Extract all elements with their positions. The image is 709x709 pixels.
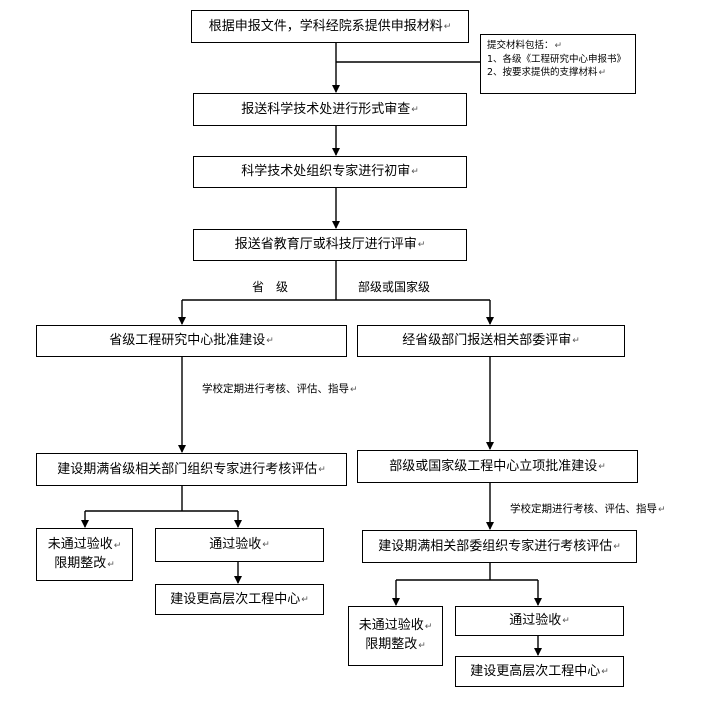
step-initial-review: 科学技术处组织专家进行初审↵ [193, 156, 467, 188]
right-ministry-review: 经省级部门报送相关部委评审↵ [357, 325, 625, 357]
right-final-assessment: 建设期满相关部委组织专家进行考核评估↵ [362, 530, 637, 563]
right-check-label: 学校定期进行考核、评估、指导↵ [510, 503, 666, 515]
branch-label-national: 部级或国家级 [358, 280, 431, 294]
left-final-assessment: 建设期满省级相关部门组织专家进行考核评估↵ [36, 453, 347, 486]
right-build-higher: 建设更高层次工程中心↵ [455, 656, 624, 687]
right-approve-national: 部级或国家级工程中心立项批准建设↵ [357, 450, 638, 483]
left-build-higher: 建设更高层次工程中心↵ [155, 584, 324, 615]
left-approve-provincial: 省级工程研究中心批准建设↵ [36, 325, 347, 357]
step-formal-review: 报送科学技术处进行形式审查↵ [193, 93, 467, 126]
right-fail-box: 未通过验收↵ 限期整改↵ [348, 606, 443, 666]
branch-label-provincial: 省 级 [252, 280, 289, 294]
right-pass-box: 通过验收↵ [455, 606, 624, 636]
step-submit-materials: 根据申报文件，学科经院系提供申报材料↵ [191, 10, 469, 43]
left-pass-box: 通过验收↵ [155, 528, 324, 562]
left-fail-box: 未通过验收↵ 限期整改↵ [36, 528, 133, 581]
materials-note: 提交材料包括：↵ 1、各级《工程研究中心申报书》 2、按要求提供的支撑材料↵ [480, 34, 636, 94]
step-provincial-review: 报送省教育厅或科技厅进行评审↵ [193, 229, 467, 261]
left-check-label: 学校定期进行考核、评估、指导↵ [202, 383, 358, 395]
